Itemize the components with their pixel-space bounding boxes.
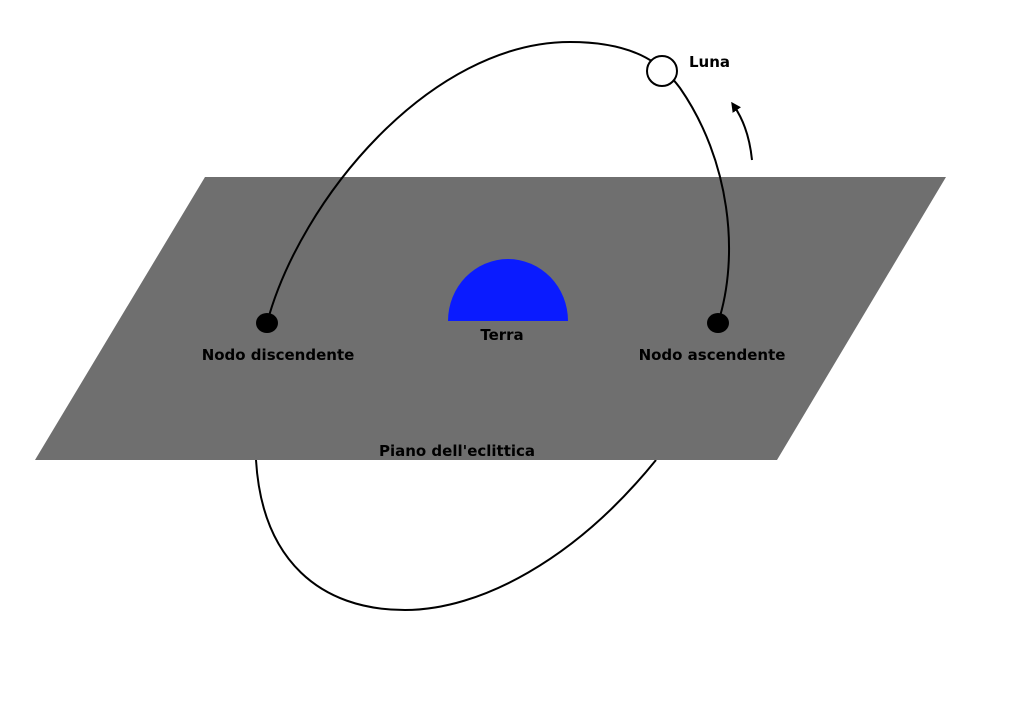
earth-shape (448, 259, 568, 321)
moon-circle (646, 55, 678, 87)
descending-node-marker (256, 313, 278, 333)
ecliptic-plane-label: Piano dell'eclittica (379, 442, 535, 460)
orbit-upper-arc (266, 40, 731, 324)
orbit-direction-arrow (731, 101, 753, 161)
ascending-node-marker (707, 313, 729, 333)
earth-label: Terra (480, 326, 523, 344)
moon-label: Luna (689, 53, 730, 71)
ascending-node-label: Nodo ascendente (639, 346, 786, 364)
descending-node-label: Nodo discendente (202, 346, 355, 364)
orbit-lower-arc (255, 459, 657, 612)
